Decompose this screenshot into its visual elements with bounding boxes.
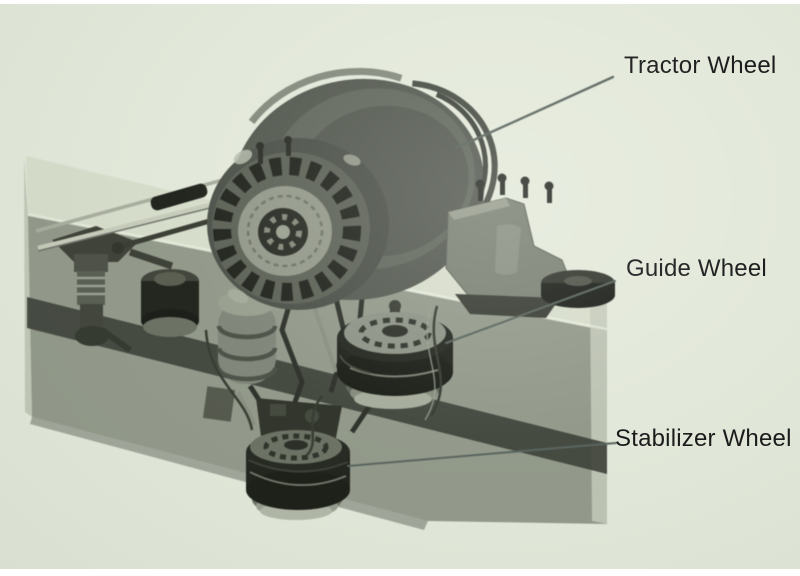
bogie-frame-arm — [445, 197, 575, 318]
leader-line-tractor-wheel — [454, 75, 615, 150]
hydraulic-hose-highlight — [424, 309, 436, 421]
bottom-white-strip — [0, 569, 800, 576]
hydraulic-hoses — [204, 305, 443, 457]
beam-left-end-face — [24, 157, 32, 417]
stabilizer-wheel — [246, 398, 350, 520]
frame-top-fittings — [475, 173, 554, 203]
air-spring — [202, 290, 278, 422]
left-guide-wheel — [141, 269, 199, 337]
leader-lines — [347, 75, 617, 467]
beam-guide-rail-stripe — [27, 297, 607, 474]
hub-bolt-ring — [213, 157, 361, 301]
leader-line-guide-wheel — [445, 280, 616, 344]
label-stabilizer-wheel: Stabilizer Wheel — [615, 425, 792, 452]
leader-line-stabilizer-wheel — [347, 442, 617, 467]
left-suspension-knuckle — [52, 226, 174, 353]
front-guide-wheel — [337, 300, 453, 409]
right-guide-wheel — [541, 270, 615, 308]
label-guide-wheel: Guide Wheel — [626, 255, 767, 282]
tractor-wheel-hub — [207, 138, 389, 310]
label-tractor-wheel: Tractor Wheel — [624, 52, 777, 79]
top-white-strip — [0, 0, 800, 4]
hub-top-fittings — [256, 136, 292, 164]
